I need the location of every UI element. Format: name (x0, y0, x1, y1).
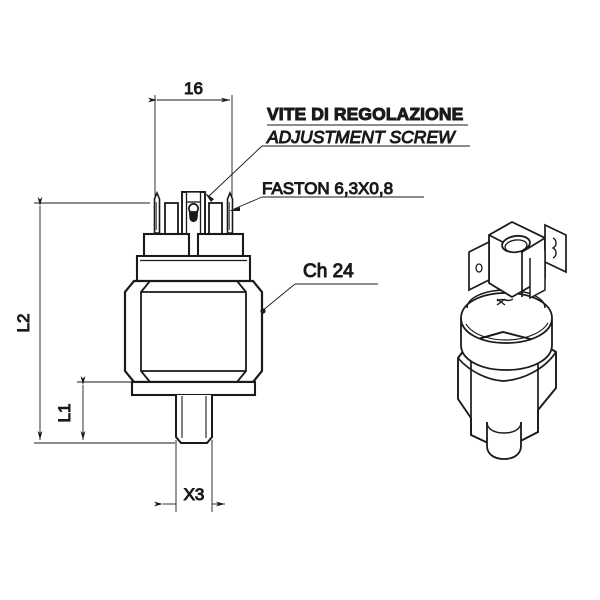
dimension-label-x3: X3 (184, 485, 205, 504)
iso-faston-left (468, 240, 490, 292)
terminal-base-left (142, 232, 191, 258)
adjustment-screw-head (188, 203, 199, 223)
dimension-label-l1: L1 (55, 404, 74, 423)
dimension-label-16: 16 (184, 79, 203, 98)
iso-spring-detail (496, 298, 514, 306)
dimension-thread-x3 (154, 440, 225, 512)
isometric-view (457, 220, 567, 460)
callout-faston-label: FASTON 6,3X0,8 (262, 179, 393, 198)
faston-terminal-right (226, 190, 234, 234)
iso-bracket-strut (529, 250, 546, 300)
callout-hex-size-label: Ch 24 (303, 261, 354, 282)
lower-flange (130, 380, 257, 397)
iso-upper-collar (460, 292, 553, 371)
iso-hex-shoulder (457, 351, 557, 382)
terminal-post-right (208, 202, 223, 235)
threaded-port (175, 395, 213, 444)
callout-adjustment-screw-en: ADJUSTMENT SCREW (266, 127, 456, 147)
dimension-label-l2: L2 (14, 314, 33, 333)
terminal-post-left (164, 202, 179, 235)
dimension-length-l1 (77, 376, 175, 444)
terminal-base-right (196, 232, 245, 258)
iso-faston-right (544, 223, 567, 274)
dimension-width-16 (148, 95, 233, 196)
callout-adjustment-screw-it: VITE DI REGOLAZIONE (267, 104, 463, 124)
hex-body (123, 279, 264, 384)
callout-leader-hex-size (260, 283, 378, 314)
front-section-view (123, 190, 264, 444)
callout-leader-adjustment-screw (205, 145, 470, 202)
callout-leader-faston (229, 196, 424, 211)
faston-terminal-left (153, 190, 161, 234)
iso-threaded-port (486, 421, 522, 460)
upper-collar (135, 254, 252, 283)
